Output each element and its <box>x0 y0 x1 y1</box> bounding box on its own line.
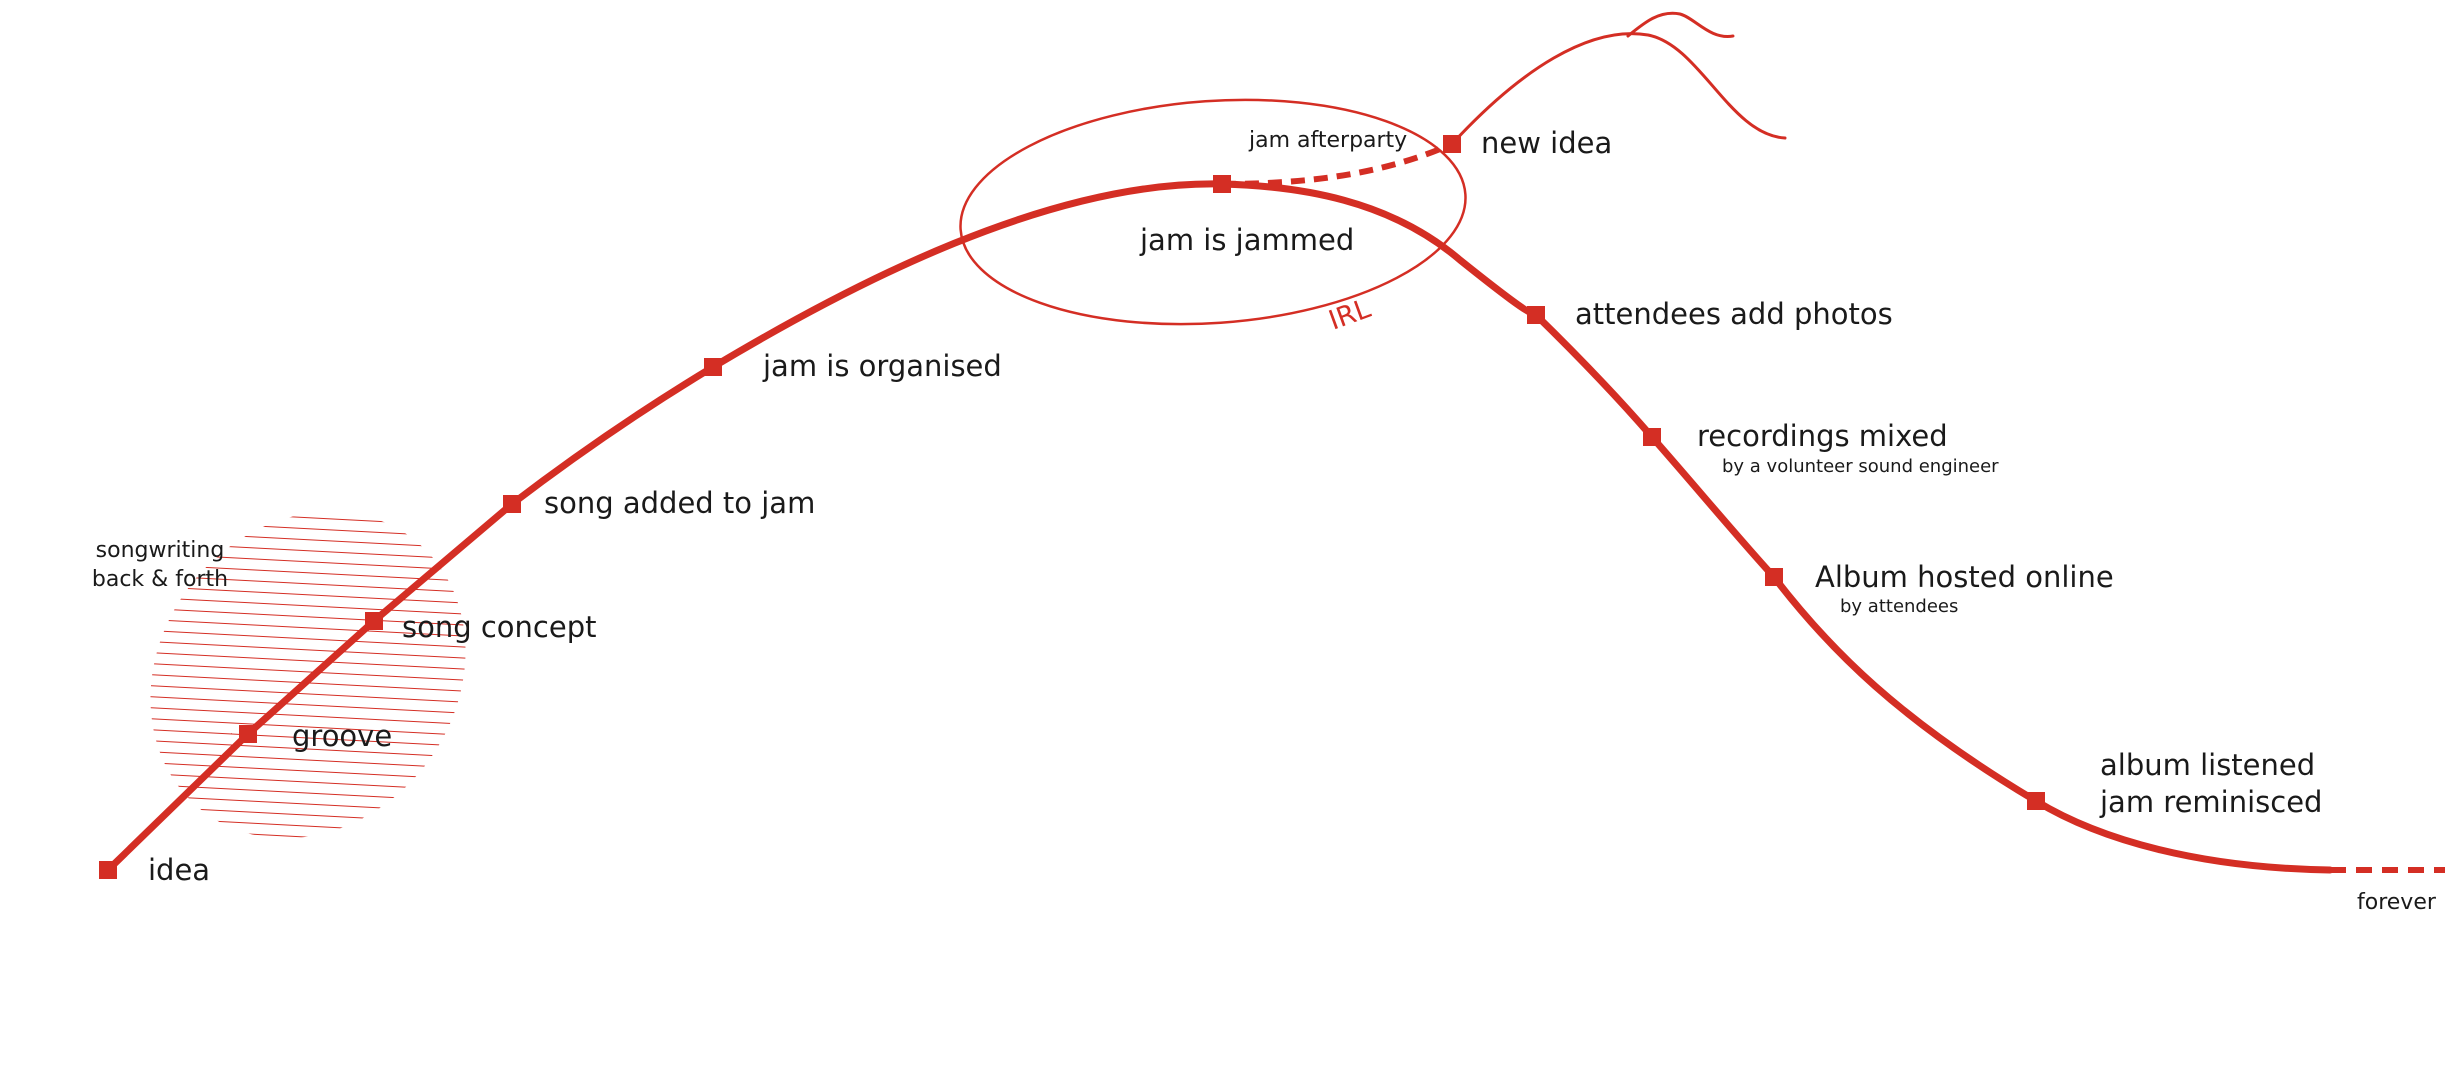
marker-idea <box>99 861 117 879</box>
marker-album-listened <box>2027 792 2045 810</box>
label-songwriting-line1: songwriting <box>96 538 225 563</box>
label-song-added: song added to jam <box>544 486 815 520</box>
marker-jam-jammed <box>1213 175 1231 193</box>
marker-new-idea <box>1443 135 1461 153</box>
label-jam-afterparty: jam afterparty <box>1248 128 1407 153</box>
new-idea-squiggle-tail <box>1626 11 1735 38</box>
label-groove: groove <box>292 719 392 753</box>
label-jam-organised: jam is organised <box>762 349 1002 383</box>
irl-ellipse <box>959 98 1467 326</box>
label-attendees-photos: attendees add photos <box>1575 297 1893 331</box>
marker-groove <box>239 725 257 743</box>
label-forever: forever <box>2357 890 2437 915</box>
label-song-concept: song concept <box>402 610 597 644</box>
label-new-idea: new idea <box>1481 126 1612 160</box>
label-recordings-mixed-note: by a volunteer sound engineer <box>1722 456 1999 477</box>
label-idea: idea <box>148 853 210 887</box>
marker-recordings-mixed <box>1643 428 1661 446</box>
marker-song-added <box>503 495 521 513</box>
label-album-listened-line2: jam reminisced <box>2099 785 2322 819</box>
songwriting-hatch-area <box>150 511 466 839</box>
marker-attendees-photos <box>1527 306 1545 324</box>
label-jam-jammed: jam is jammed <box>1139 223 1354 257</box>
marker-song-concept <box>365 612 383 630</box>
marker-album-hosted <box>1765 568 1783 586</box>
new-idea-squiggle <box>1450 32 1787 146</box>
label-album-listened-line1: album listened <box>2100 748 2315 782</box>
label-album-hosted-note: by attendees <box>1840 596 1958 617</box>
afterparty-dashed-line <box>1221 141 1454 187</box>
label-recordings-mixed: recordings mixed <box>1697 419 1948 453</box>
lifecycle-curve <box>104 180 2334 874</box>
label-songwriting-line2: back & forth <box>92 567 228 592</box>
label-album-hosted: Album hosted online <box>1815 560 2114 594</box>
marker-jam-organised <box>704 358 722 376</box>
label-irl: IRL <box>1325 293 1375 336</box>
